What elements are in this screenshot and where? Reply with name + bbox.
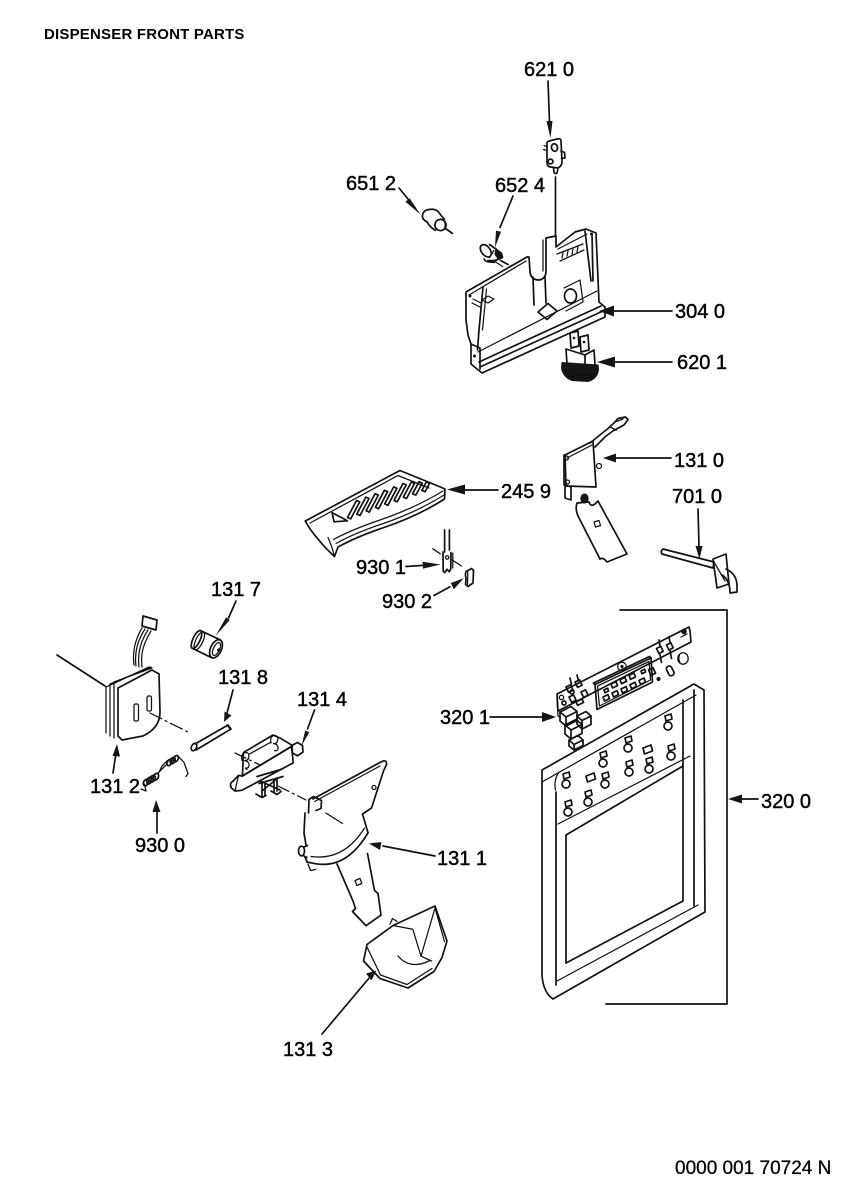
svg-text:651 2: 651 2 bbox=[346, 173, 396, 195]
svg-text:131 8: 131 8 bbox=[218, 667, 268, 689]
svg-text:131 3: 131 3 bbox=[283, 1039, 333, 1061]
svg-text:DISPENSER FRONT PARTS: DISPENSER FRONT PARTS bbox=[44, 26, 245, 43]
svg-text:131 0: 131 0 bbox=[674, 450, 724, 472]
svg-text:701 0: 701 0 bbox=[672, 486, 722, 508]
svg-text:620 1: 620 1 bbox=[677, 352, 727, 374]
svg-text:930 2: 930 2 bbox=[382, 591, 432, 613]
svg-text:245 9: 245 9 bbox=[501, 481, 551, 503]
svg-text:621 0: 621 0 bbox=[524, 59, 574, 81]
svg-text:320 0: 320 0 bbox=[761, 791, 811, 813]
svg-text:320 1: 320 1 bbox=[440, 707, 490, 729]
svg-text:930 1: 930 1 bbox=[356, 557, 406, 579]
svg-text:131 7: 131 7 bbox=[211, 579, 261, 601]
svg-text:0000 001 70724 N: 0000 001 70724 N bbox=[675, 1158, 831, 1179]
svg-text:304 0: 304 0 bbox=[675, 301, 725, 323]
svg-text:131 2: 131 2 bbox=[90, 776, 140, 798]
svg-text:930 0: 930 0 bbox=[135, 835, 185, 857]
svg-text:131 4: 131 4 bbox=[297, 689, 347, 711]
svg-text:131 1: 131 1 bbox=[437, 848, 487, 870]
svg-text:652 4: 652 4 bbox=[495, 175, 545, 197]
